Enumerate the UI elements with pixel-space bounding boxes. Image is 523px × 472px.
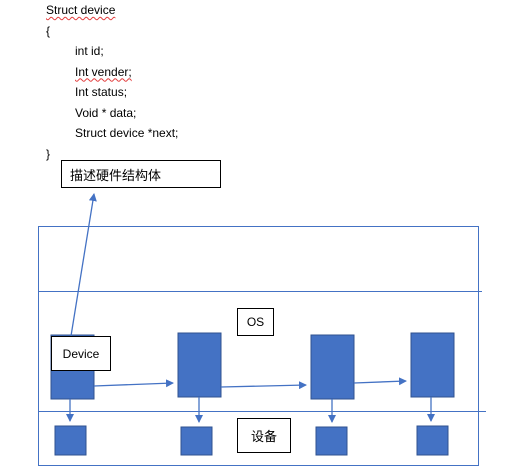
code-text: Void * data; [75, 105, 137, 120]
struct-block-4 [410, 332, 455, 398]
code-line-1: Struct device [46, 0, 178, 21]
code-line-6: Void * data; [46, 103, 178, 124]
outer-frame [38, 226, 479, 466]
next-arrow-3 [353, 377, 407, 386]
code-text: Int vender; [75, 64, 132, 79]
device-block-4 [416, 425, 449, 456]
device-label: Device [51, 336, 111, 371]
code-text: int id; [75, 44, 104, 58]
describe-arrow [70, 193, 97, 337]
code-text: Struct device [46, 3, 116, 17]
struct-block-2 [177, 332, 222, 398]
code-text: { [46, 23, 51, 38]
os-label-text: OS [246, 315, 265, 329]
code-text: Int status; [75, 85, 128, 99]
code-text: Struct device *next; [75, 126, 179, 140]
code-line-5: Int status; [46, 82, 178, 103]
device-block-1 [54, 425, 87, 456]
code-line-8: } [46, 144, 178, 165]
code-line-7: Struct device *next; [46, 123, 178, 144]
next-arrow-1 [93, 379, 174, 388]
os-label: OS [237, 308, 274, 336]
struct-block-3 [310, 334, 355, 400]
device-cn-label-text: 设备 [250, 430, 277, 445]
code-line-2: { [46, 21, 178, 42]
hardware-struct-label: 描述硬件结构体 [61, 160, 221, 188]
device-label-text: Device [62, 346, 100, 361]
code-text: } [46, 146, 51, 161]
device-cn-label: 设备 [237, 418, 291, 453]
struct-code-block: Struct device { int id; Int vender; Int … [46, 0, 178, 164]
hardware-struct-label-text: 描述硬件结构体 [70, 168, 162, 184]
next-arrow-2 [220, 381, 307, 390]
code-line-3: int id; [46, 41, 178, 62]
device-block-2 [180, 426, 213, 456]
device-block-3 [315, 426, 348, 456]
code-line-4: Int vender; [46, 62, 178, 83]
